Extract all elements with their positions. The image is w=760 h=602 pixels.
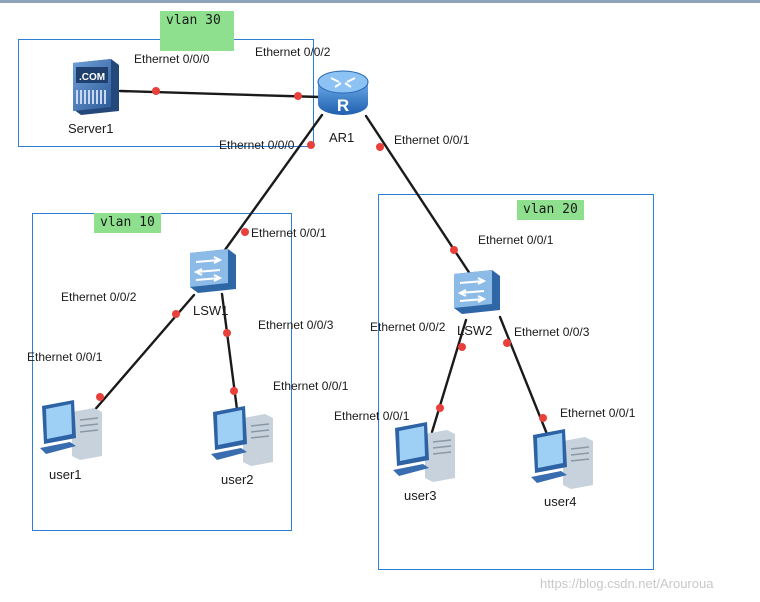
vlan20-box <box>378 194 654 570</box>
port-dot-lsw1-e003 <box>223 329 231 337</box>
router-icon[interactable]: R <box>315 68 371 118</box>
lsw2-label: LSW2 <box>457 323 493 338</box>
port-label-lsw1-e001: Ethernet 0/0/1 <box>251 226 327 240</box>
port-dot-lsw2-e002 <box>458 343 466 351</box>
port-label-ar1-e000: Ethernet 0/0/0 <box>219 138 295 152</box>
port-dot-user2-e001 <box>230 387 238 395</box>
port-label-lsw1-e002: Ethernet 0/0/2 <box>61 290 137 304</box>
port-label-ar1-e001: Ethernet 0/0/1 <box>394 133 470 147</box>
link-lsw2-user3 <box>430 318 468 434</box>
ar1-label: AR1 <box>329 130 355 145</box>
lsw1-label: LSW1 <box>193 303 229 318</box>
port-label-server1-e000: Ethernet 0/0/0 <box>134 52 210 66</box>
port-dot-server1-e000 <box>152 87 160 95</box>
port-label-lsw2-e002: Ethernet 0/0/2 <box>370 320 446 334</box>
switch-icon[interactable] <box>452 268 502 314</box>
port-dot-lsw2-e001 <box>450 246 458 254</box>
pc-icon[interactable] <box>389 420 457 482</box>
port-dot-user1-e001 <box>96 393 104 401</box>
link-server1-ar1 <box>118 89 322 99</box>
router-glyph: R <box>337 96 349 115</box>
user1-label: user1 <box>49 467 82 482</box>
port-label-user4-e001: Ethernet 0/0/1 <box>560 406 636 420</box>
port-label-user2-e001: Ethernet 0/0/1 <box>273 379 349 393</box>
link-lsw2-user4 <box>498 315 553 446</box>
port-dot-user3-e001 <box>436 404 444 412</box>
vlan20-tag: vlan 20 <box>517 200 584 220</box>
port-dot-lsw1-e002 <box>172 310 180 318</box>
pc-icon[interactable] <box>527 427 595 489</box>
pc-icon[interactable] <box>36 398 104 460</box>
port-label-ar1-e002: Ethernet 0/0/2 <box>255 45 331 59</box>
port-dot-lsw2-e003 <box>503 339 511 347</box>
port-label-lsw2-e003: Ethernet 0/0/3 <box>514 325 590 339</box>
port-dot-user4-e001 <box>539 414 547 422</box>
link-lsw1-user2 <box>220 292 240 419</box>
user2-label: user2 <box>221 472 254 487</box>
vlan10-tag: vlan 10 <box>94 213 161 233</box>
window-top-border <box>0 0 760 3</box>
user3-label: user3 <box>404 488 437 503</box>
link-ar1-lsw1 <box>220 113 324 256</box>
port-dot-lsw1-e001 <box>241 228 249 236</box>
port-dot-ar1-e002 <box>294 92 302 100</box>
port-label-user3-e001: Ethernet 0/0/1 <box>334 409 410 423</box>
server1-label: Server1 <box>68 121 114 136</box>
port-label-lsw1-e003: Ethernet 0/0/3 <box>258 318 334 332</box>
server-icon[interactable]: .COM <box>67 57 121 115</box>
switch-icon[interactable] <box>188 247 238 293</box>
port-label-lsw2-e001: Ethernet 0/0/1 <box>478 233 554 247</box>
vlan30-tag: vlan 30 <box>160 11 234 51</box>
watermark: https://blog.csdn.net/Arouroua <box>540 576 714 591</box>
port-label-user1-e001: Ethernet 0/0/1 <box>27 350 103 364</box>
port-dot-ar1-e001 <box>376 143 384 151</box>
vlan10-box <box>32 213 292 531</box>
port-dot-ar1-e000 <box>307 141 315 149</box>
server-screen-text: .COM <box>79 72 105 83</box>
pc-icon[interactable] <box>207 404 275 466</box>
user4-label: user4 <box>544 494 577 509</box>
